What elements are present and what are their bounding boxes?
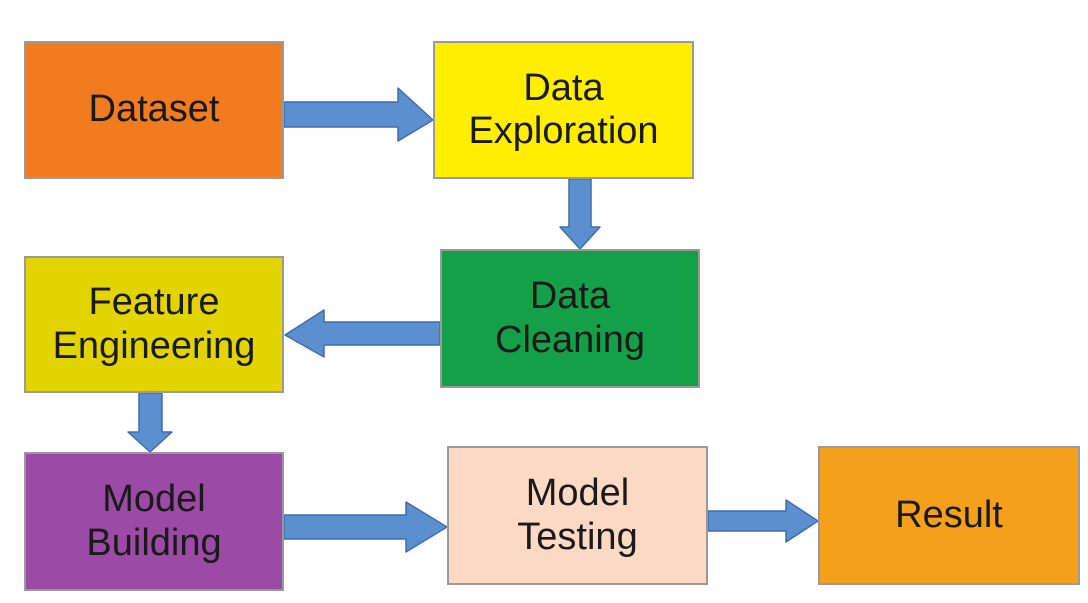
arrow-building-to-testing — [283, 501, 448, 553]
node-model-testing: Model Testing — [447, 446, 708, 585]
arrow-exploration-to-cleaning — [559, 178, 601, 250]
node-data-exploration: Data Exploration — [433, 41, 694, 179]
node-data-cleaning-label: Data Cleaning — [495, 275, 645, 361]
arrow-testing-to-result — [707, 499, 819, 543]
arrow-cleaning-to-feature — [284, 309, 441, 358]
node-dataset: Dataset — [24, 41, 284, 179]
node-data-exploration-label: Data Exploration — [468, 66, 659, 152]
node-dataset-label: Dataset — [88, 88, 220, 131]
node-feature-engineering: Feature Engineering — [24, 256, 284, 393]
arrow-feature-to-building — [127, 392, 173, 453]
node-model-testing-label: Model Testing — [517, 472, 638, 558]
arrow-dataset-to-exploration — [283, 87, 434, 142]
node-result: Result — [818, 446, 1080, 585]
node-model-building-label: Model Building — [86, 478, 222, 564]
node-result-label: Result — [895, 493, 1003, 536]
node-model-building: Model Building — [24, 452, 284, 591]
node-feature-engineering-label: Feature Engineering — [52, 281, 256, 367]
node-data-cleaning: Data Cleaning — [440, 249, 700, 388]
